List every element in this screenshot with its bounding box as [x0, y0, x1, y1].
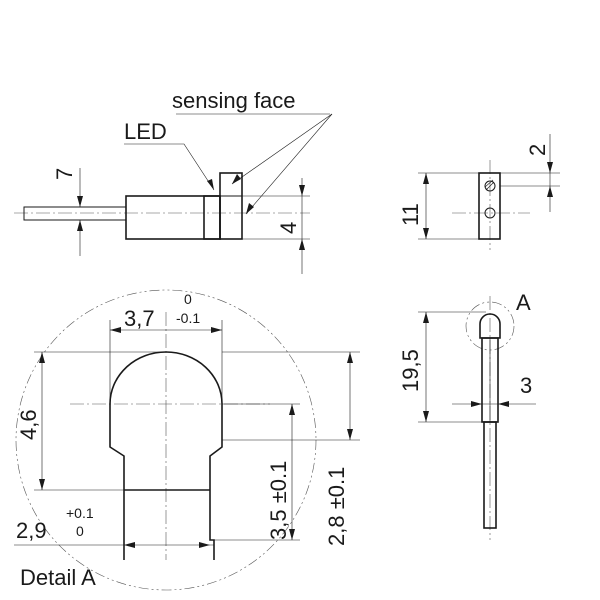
detail-ref-label: A — [516, 290, 531, 315]
dim-3-7-label: 3,7 — [124, 306, 155, 331]
dim37-arrow-left — [110, 327, 121, 333]
dim4-arrow-bottom — [299, 239, 305, 250]
dim2-arrow-top — [547, 162, 553, 173]
dim46-arrow-top — [39, 352, 45, 363]
front-view-body — [478, 172, 501, 240]
dim29-arrow-left — [124, 542, 135, 548]
dim-2-9-upper-tol: +0.1 — [66, 505, 94, 521]
sensor-body — [125, 195, 221, 240]
sensor-head — [219, 172, 243, 240]
cable-outline — [23, 206, 127, 221]
pin-head — [479, 313, 501, 339]
dim46-arrow-bottom — [39, 479, 45, 490]
dim-7-label: 7 — [52, 168, 77, 180]
led-block — [203, 195, 221, 240]
dim-2-label: 2 — [525, 144, 550, 156]
dim-3-7-lower-tol: -0.1 — [176, 310, 200, 326]
dim28-arrow-bottom — [347, 429, 353, 440]
dim3-arrow-left — [471, 401, 482, 407]
dim-2-9-label: 2,9 — [16, 518, 47, 543]
side-view: 7 4 sensing face LED — [14, 88, 333, 274]
dim7-arrow-bottom — [77, 220, 83, 231]
dim2-arrow-bottom — [547, 186, 553, 197]
dim37-arrow-right — [211, 327, 222, 333]
dim29-arrow-right — [199, 542, 210, 548]
dim-4-6-label: 4,6 — [16, 409, 41, 440]
detail-a: 3,7 0 -0.1 4,6 3,5 ±0.1 2,8 ±0.1 2,9 +0.… — [14, 289, 360, 591]
dim3-arrow-right — [498, 401, 509, 407]
sensing-face-leader-2 — [231, 113, 333, 185]
screw-hole-top — [484, 180, 496, 192]
dim-3-5-label: 3,5 ±0.1 — [266, 461, 291, 540]
led-leader-arrow — [207, 179, 214, 190]
detail-a-title: Detail A — [20, 565, 96, 590]
dim4-arrow-top — [299, 185, 305, 196]
led-hole — [484, 207, 496, 219]
screw-slot-2 — [484, 179, 494, 188]
dim-3-label: 3 — [520, 373, 532, 398]
dim195-arrow-top — [423, 312, 429, 323]
dim28-arrow-top — [347, 352, 353, 363]
detail-pin-profile — [109, 351, 223, 560]
dim-2-8-label: 2,8 ±0.1 — [324, 467, 349, 546]
dim11-arrow-bottom — [423, 228, 429, 239]
dim35-arrow-top — [289, 404, 295, 415]
dim-4-label: 4 — [276, 222, 301, 234]
dim35-arrow-bottom — [289, 529, 295, 540]
dim-11-label: 11 — [398, 203, 423, 226]
pin-view: 19,5 3 A — [398, 290, 536, 540]
dim195-arrow-bottom — [423, 411, 429, 422]
sensing-face-label: sensing face — [172, 88, 296, 113]
sensing-face-arrow-2 — [246, 203, 254, 214]
front-view: 11 2 — [398, 134, 560, 250]
sensing-face-leader-3 — [245, 113, 333, 215]
dim-19-5-label: 19,5 — [398, 349, 423, 392]
dim7-arrow-top — [77, 196, 83, 207]
led-leader — [124, 143, 215, 191]
sensing-face-arrow-1 — [232, 174, 241, 184]
dim-2-9-lower-tol: 0 — [76, 523, 84, 539]
dim11-arrow-top — [423, 173, 429, 184]
led-label: LED — [124, 119, 167, 144]
dim-3-7-upper-tol: 0 — [184, 291, 192, 307]
screw-slot-1 — [485, 181, 495, 191]
